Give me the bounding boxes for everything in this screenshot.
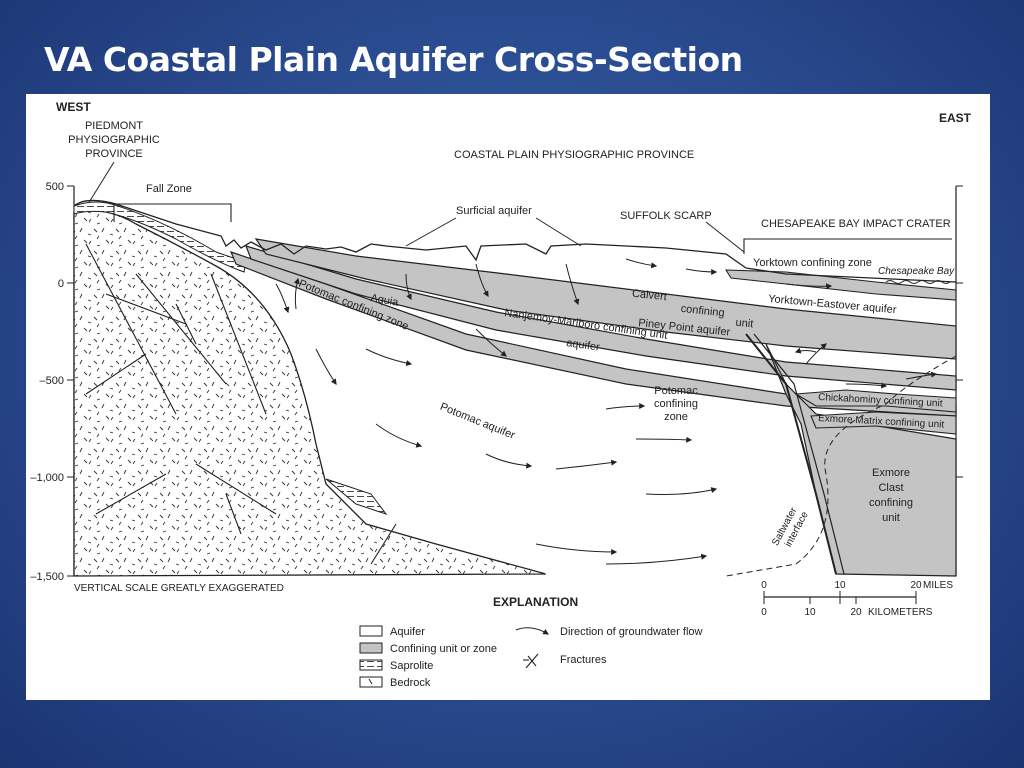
east-label: EAST xyxy=(939,111,972,125)
cross-section-figure: WEST EAST PIEDMONT PHYSIOGRAPHIC PROVINC… xyxy=(26,94,990,700)
suffolk-scarp-label: SUFFOLK SCARP xyxy=(620,210,712,222)
scale-km-unit: KILOMETERS xyxy=(868,607,933,618)
coastal-plain-province-label: COASTAL PLAIN PHYSIOGRAPHIC PROVINCE xyxy=(454,149,694,161)
legend-flow-arrow-icon xyxy=(515,627,550,635)
legend-item: Saprolite xyxy=(390,660,433,672)
potomac-aquifer-body xyxy=(231,254,786,576)
cross-section-diagram: WEST EAST PIEDMONT PHYSIOGRAPHIC PROVINC… xyxy=(30,100,972,689)
legend-swatch-aquifer xyxy=(359,625,383,637)
chesapeake-bay-water xyxy=(885,280,951,284)
bedrock-body xyxy=(73,209,547,577)
fall-zone-bracket: Fall Zone xyxy=(113,183,232,222)
svg-text:Calvert: Calvert xyxy=(631,288,667,304)
svg-text:PROVINCE: PROVINCE xyxy=(85,148,142,160)
exmore-matrix-band xyxy=(810,411,957,435)
y-tick-label: 0 xyxy=(58,278,64,290)
calvert-confining-label: Calvert confining unit xyxy=(631,288,754,331)
scale-km-tick: 20 xyxy=(850,607,862,618)
surficial-leader xyxy=(405,217,457,247)
svg-text:zone: zone xyxy=(664,411,688,423)
potomac-confining-right-label: Potomac confining zone xyxy=(654,385,698,423)
chickahominy-band xyxy=(794,389,957,413)
aquia-aquifer-label: Aquia aquifer xyxy=(369,292,600,354)
scale-mile-unit: MILES xyxy=(923,580,953,591)
surficial-leader xyxy=(535,217,582,247)
legend-item: Confining unit or zone xyxy=(390,643,497,655)
scale-bar: 0 10 20 MILES 0 10 20 KILOMETERS xyxy=(761,580,953,618)
impact-crater-label: CHESAPEAKE BAY IMPACT CRATER xyxy=(761,218,951,230)
svg-text:aquifer: aquifer xyxy=(566,337,601,354)
svg-text:confining: confining xyxy=(680,303,725,320)
svg-text:Exmore: Exmore xyxy=(872,467,910,479)
y-tick-label: –1,000 xyxy=(30,472,64,484)
exmore-clast-label: Exmore Clast confining unit xyxy=(869,467,913,524)
saltwater-interface-line xyxy=(725,355,957,577)
svg-text:Potomac: Potomac xyxy=(654,385,698,397)
legend-item: Bedrock xyxy=(390,677,431,689)
saprolite-pocket xyxy=(325,478,388,515)
right-axis xyxy=(955,185,963,576)
calvert-confining-unit xyxy=(254,238,957,360)
scale-km-tick: 10 xyxy=(804,607,816,618)
explanation-legend: EXPLANATION Aquifer Confining unit or zo… xyxy=(359,595,703,689)
vertical-scale-note: VERTICAL SCALE GREATLY EXAGGERATED xyxy=(74,583,284,594)
legend-item: Direction of groundwater flow xyxy=(560,626,703,638)
legend-swatch-confining xyxy=(359,642,383,654)
bedrock-fractures xyxy=(85,243,397,565)
fall-zone-label: Fall Zone xyxy=(146,183,192,195)
scale-mile-tick: 20 xyxy=(910,580,922,591)
explanation-title: EXPLANATION xyxy=(493,595,578,609)
groundwater-flow-arrows xyxy=(275,258,938,565)
crater-boundary xyxy=(745,333,837,575)
chesapeake-bay-label: Chesapeake Bay xyxy=(878,266,955,277)
legend-swatch-saprolite xyxy=(359,659,383,671)
piedmont-leader xyxy=(87,161,115,205)
y-tick-label: 500 xyxy=(46,181,64,193)
scale-mile-tick: 10 xyxy=(834,580,846,591)
legend-item: Aquifer xyxy=(390,626,425,638)
scale-km-tick: 0 xyxy=(761,607,767,618)
svg-text:Aquia: Aquia xyxy=(369,292,400,309)
legend-item: Fractures xyxy=(560,654,607,666)
scale-mile-tick: 0 xyxy=(761,580,767,591)
legend-fracture-icon xyxy=(523,653,539,669)
piedmont-province-label: PIEDMONT PHYSIOGRAPHIC PROVINCE xyxy=(68,120,160,160)
y-tick-label: –500 xyxy=(40,375,64,387)
svg-text:Clast: Clast xyxy=(878,482,903,494)
suffolk-scarp-leader xyxy=(705,221,745,253)
y-axis: 500 0 –500 –1,000 –1,500 xyxy=(30,181,75,583)
svg-text:unit: unit xyxy=(882,512,900,524)
legend-bedrock-mark xyxy=(368,678,373,685)
svg-text:confining: confining xyxy=(654,398,698,410)
land-surface xyxy=(73,199,957,283)
surficial-aquifer-label: Surficial aquifer xyxy=(456,205,532,217)
slide-title: VA Coastal Plain Aquifer Cross-Section xyxy=(44,40,743,79)
nanjemoy-marlboro-confining-unit xyxy=(245,245,957,391)
svg-text:PHYSIOGRAPHIC: PHYSIOGRAPHIC xyxy=(68,134,160,146)
exmore-clast-confining-unit xyxy=(765,343,957,577)
y-tick-label: –1,500 xyxy=(30,571,64,583)
west-label: WEST xyxy=(56,100,91,114)
yorktown-confining-label: Yorktown confining zone xyxy=(753,257,872,269)
impact-crater-bracket: CHESAPEAKE BAY IMPACT CRATER xyxy=(743,218,952,254)
svg-text:PIEDMONT: PIEDMONT xyxy=(85,120,143,132)
crater-boundary-inner xyxy=(753,333,845,575)
svg-text:unit: unit xyxy=(735,317,754,331)
svg-text:confining: confining xyxy=(869,497,913,509)
